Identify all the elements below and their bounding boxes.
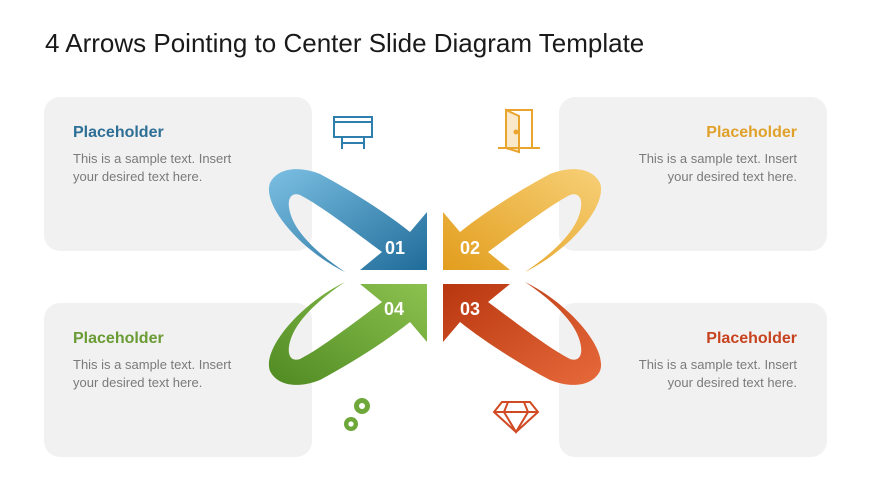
diamond-icon [492,401,540,434]
card-heading-01: Placeholder [73,124,164,141]
card-body-01: This is a sample text. Insert your desir… [73,151,232,184]
card-item-03: Placeholder This is a sample text. Inser… [559,303,827,457]
arrow-02: 02 [443,169,602,272]
card-body-04: This is a sample text. Insert your desir… [73,357,232,390]
gears-icon [344,398,370,431]
card-item-04: Placeholder This is a sample text. Inser… [44,303,312,457]
card-body-03: This is a sample text. Insert your desir… [638,357,797,390]
billboard-icon [333,116,373,149]
arrow-03: 03 [443,282,602,385]
arrow-01-number: 01 [385,238,405,258]
arrow-03-number: 03 [460,299,480,319]
card-heading-04: Placeholder [73,330,164,347]
door-icon [498,108,540,154]
arrow-04-number: 04 [384,299,404,319]
card-body-02: This is a sample text. Insert your desir… [638,151,797,184]
arrow-04: 04 [268,282,427,385]
arrow-02-number: 02 [460,238,480,258]
arrow-01: 01 [268,169,427,272]
slide-title: 4 Arrows Pointing to Center Slide Diagra… [45,28,645,58]
card-heading-03: Placeholder [706,330,797,347]
card-item-02: Placeholder This is a sample text. Inser… [559,97,827,251]
card-heading-02: Placeholder [706,124,797,141]
card-item-01: Placeholder This is a sample text. Inser… [44,97,312,251]
